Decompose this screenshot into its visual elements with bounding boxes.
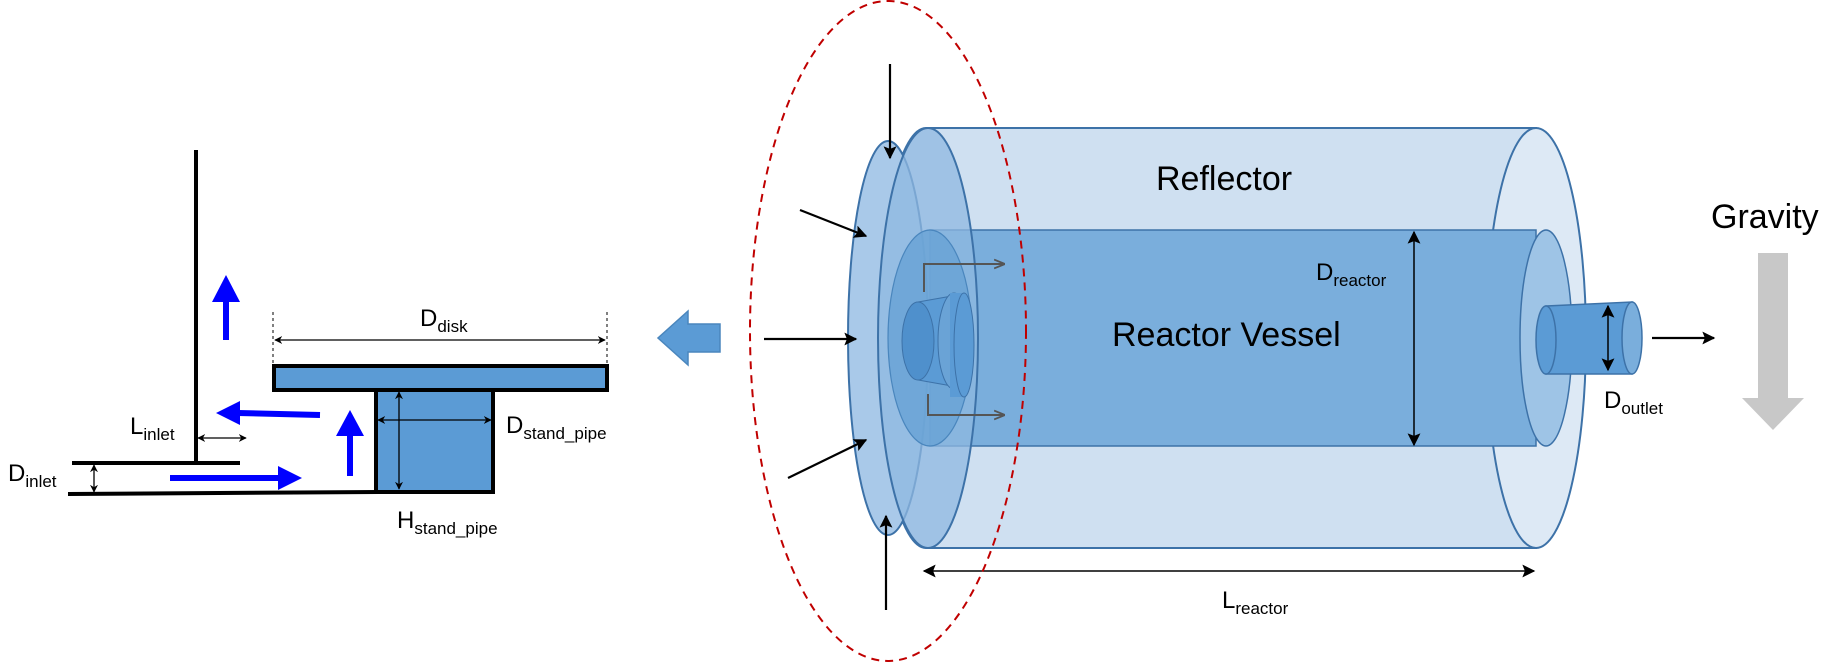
gravity-indicator: Gravity [1711, 198, 1819, 430]
flow-arrow-gap-left [216, 401, 321, 425]
inlet-region-highlight [749, 0, 1027, 662]
l-reactor-label: Lreactor [1222, 587, 1289, 618]
outlet-pipe [1535, 301, 1643, 375]
disk [272, 364, 609, 392]
inner-flow-arrow-top [923, 264, 1004, 292]
stand-pipe-3d [901, 292, 975, 398]
d-stand-pipe-label: Dstand_pipe [506, 412, 607, 443]
left-block-arrow-icon [656, 309, 721, 367]
inlet-arrow-upper-left [799, 208, 868, 238]
reactor-assembly: Reflector Reactor Vessel Dreactor Doutle… [749, 0, 1716, 662]
inlet-pipe-bottom-wall [67, 490, 379, 496]
flow-arrow-stand-pipe-up [336, 410, 364, 476]
flow-arrow-inlet-right [170, 466, 302, 490]
flow-arrow-riser-up [212, 275, 240, 340]
flow-arrows [170, 275, 364, 490]
d-reactor-label: Dreactor [1316, 259, 1387, 290]
reactor-vessel-body [929, 229, 1537, 447]
inner-flow-arrow-bottom [927, 394, 1004, 415]
h-stand-pipe-label: Hstand_pipe [397, 507, 498, 538]
d-disk-label: Ddisk [420, 305, 468, 336]
d-outlet-label: Doutlet [1604, 387, 1663, 418]
reactor-vessel-label: Reactor Vessel [1112, 316, 1341, 354]
l-inlet-label: Linlet [130, 413, 175, 444]
down-block-arrow-icon [1742, 253, 1804, 430]
d-inlet-label: Dinlet [8, 460, 57, 491]
gravity-label: Gravity [1711, 198, 1819, 236]
inlet-detail: Ddisk Dstand_pipe Hstand_pipe Linlet Din… [8, 150, 609, 538]
stand-pipe [374, 387, 495, 494]
inlet-flow-arrows [764, 64, 897, 610]
inlet-arrow-lower-left [787, 439, 868, 479]
reflector-label: Reflector [1156, 160, 1292, 198]
